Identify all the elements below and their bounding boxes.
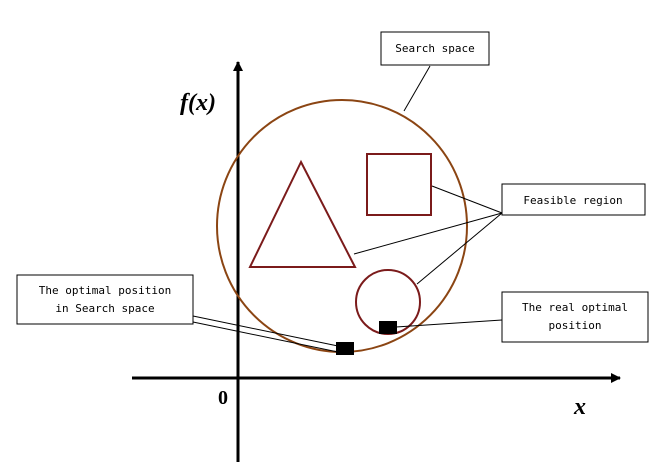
optimal-search-space-callout: The optimal position in Search space xyxy=(16,274,194,325)
real-optimal-callout: The real optimal position xyxy=(501,291,649,343)
feasible-square xyxy=(366,153,432,216)
x-axis-label: x xyxy=(573,394,586,420)
real-optimal-line2: position xyxy=(549,319,602,332)
real-optimal-marker xyxy=(379,321,397,334)
real-optimal-line1: The real optimal xyxy=(522,301,628,314)
optimal-search-space-marker xyxy=(336,342,354,355)
search-space-leader xyxy=(403,65,431,112)
feasible-leader-triangle xyxy=(353,212,503,255)
search-space-label: Search space xyxy=(395,42,474,55)
feasible-region-label: Feasible region xyxy=(523,194,622,207)
search-space-circle xyxy=(216,99,468,353)
feasible-leader-circle xyxy=(416,212,503,285)
real-optimal-leader xyxy=(395,319,503,328)
feasible-region-callout: Feasible region xyxy=(501,183,646,216)
search-space-callout: Search space xyxy=(380,31,490,66)
optimal-search-line2: in Search space xyxy=(55,302,154,315)
feasible-triangle xyxy=(248,159,357,268)
optimal-search-leader-a xyxy=(192,315,339,347)
origin-label: 0 xyxy=(218,387,228,409)
optimal-search-leader-b xyxy=(192,321,339,353)
y-axis-label: f(x) xyxy=(180,90,216,116)
feasible-leader-square xyxy=(431,185,503,214)
optimal-search-line1: The optimal position xyxy=(39,284,171,297)
